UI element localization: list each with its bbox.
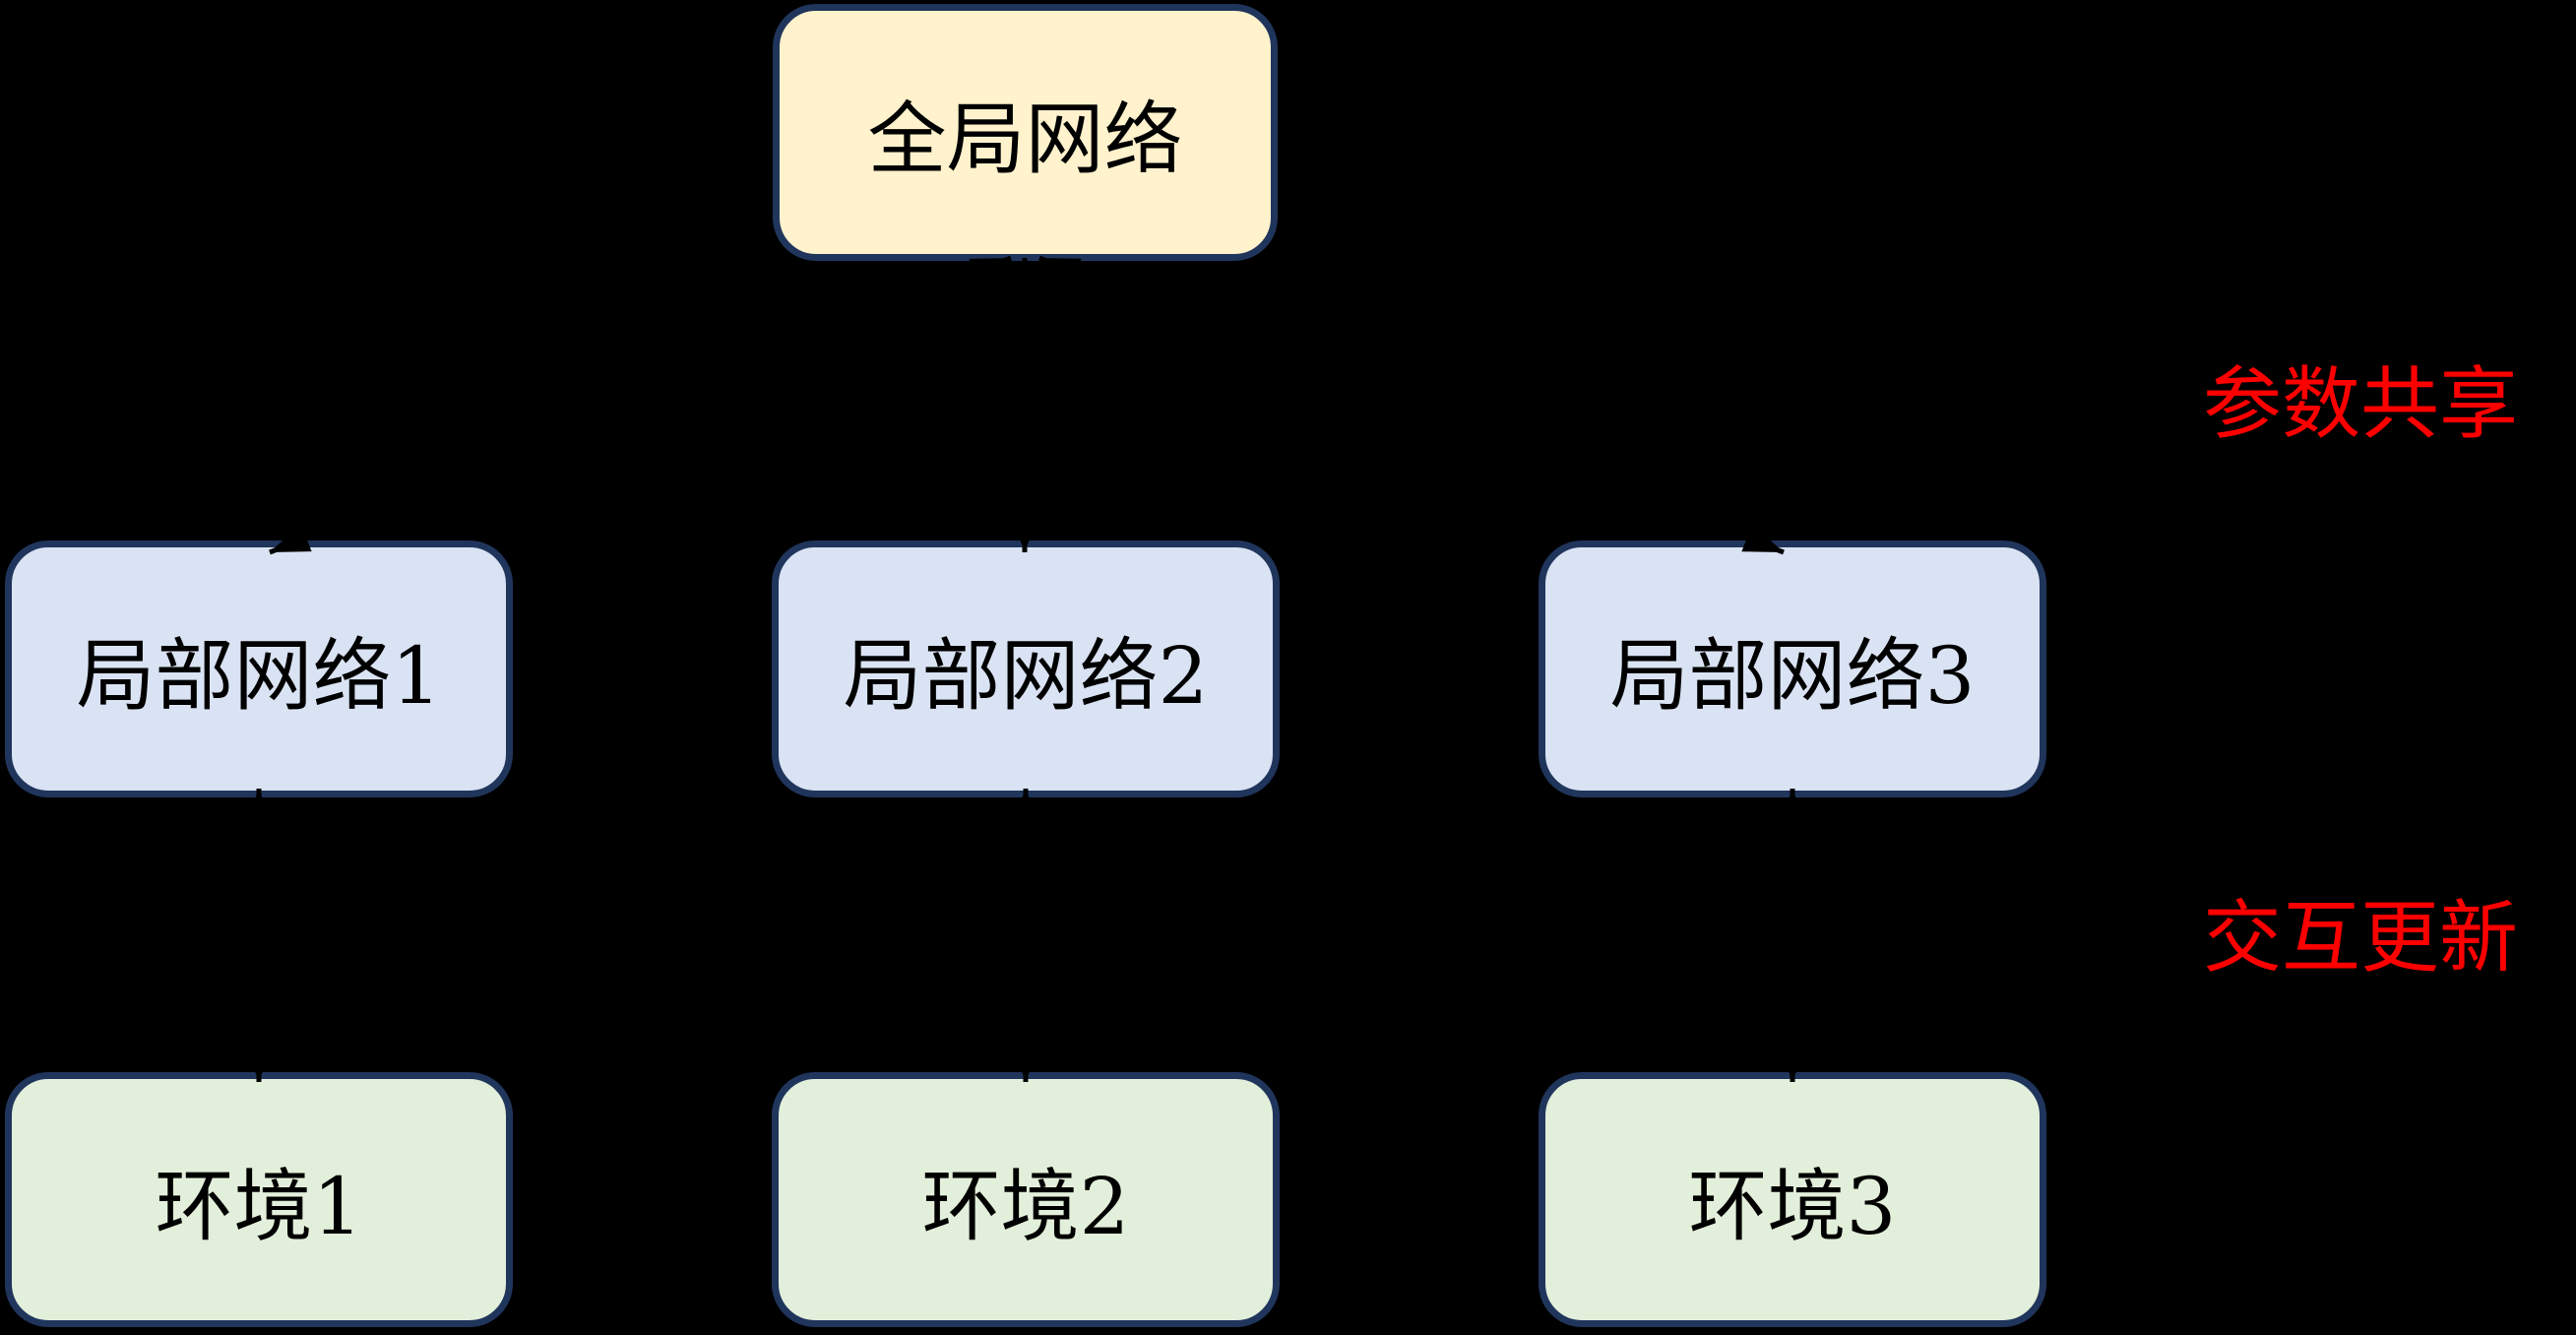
- node-global-network: 全局网络: [773, 4, 1278, 261]
- node-label: 环境1: [155, 1160, 363, 1252]
- node-label: 全局网络: [867, 93, 1183, 185]
- node-label: 局部网络3: [1609, 629, 1976, 722]
- node-label: 环境2: [921, 1160, 1130, 1252]
- node-local-network-3: 局部网络3: [1539, 540, 2046, 797]
- node-local-network-2: 局部网络2: [772, 540, 1280, 797]
- node-local-network-1: 局部网络1: [5, 540, 513, 797]
- node-label: 环境3: [1688, 1160, 1897, 1252]
- label-parameter-sharing: 参数共享: [2203, 358, 2518, 450]
- node-environment-2: 环境2: [772, 1072, 1280, 1327]
- label-interactive-update: 交互更新: [2203, 892, 2518, 984]
- node-label: 局部网络1: [76, 629, 442, 722]
- arrow-global-local3: [1038, 255, 1785, 555]
- node-environment-3: 环境3: [1539, 1072, 2046, 1327]
- node-label: 局部网络2: [843, 629, 1209, 722]
- node-environment-1: 环境1: [5, 1072, 513, 1327]
- arrow-global-local1: [269, 255, 1012, 555]
